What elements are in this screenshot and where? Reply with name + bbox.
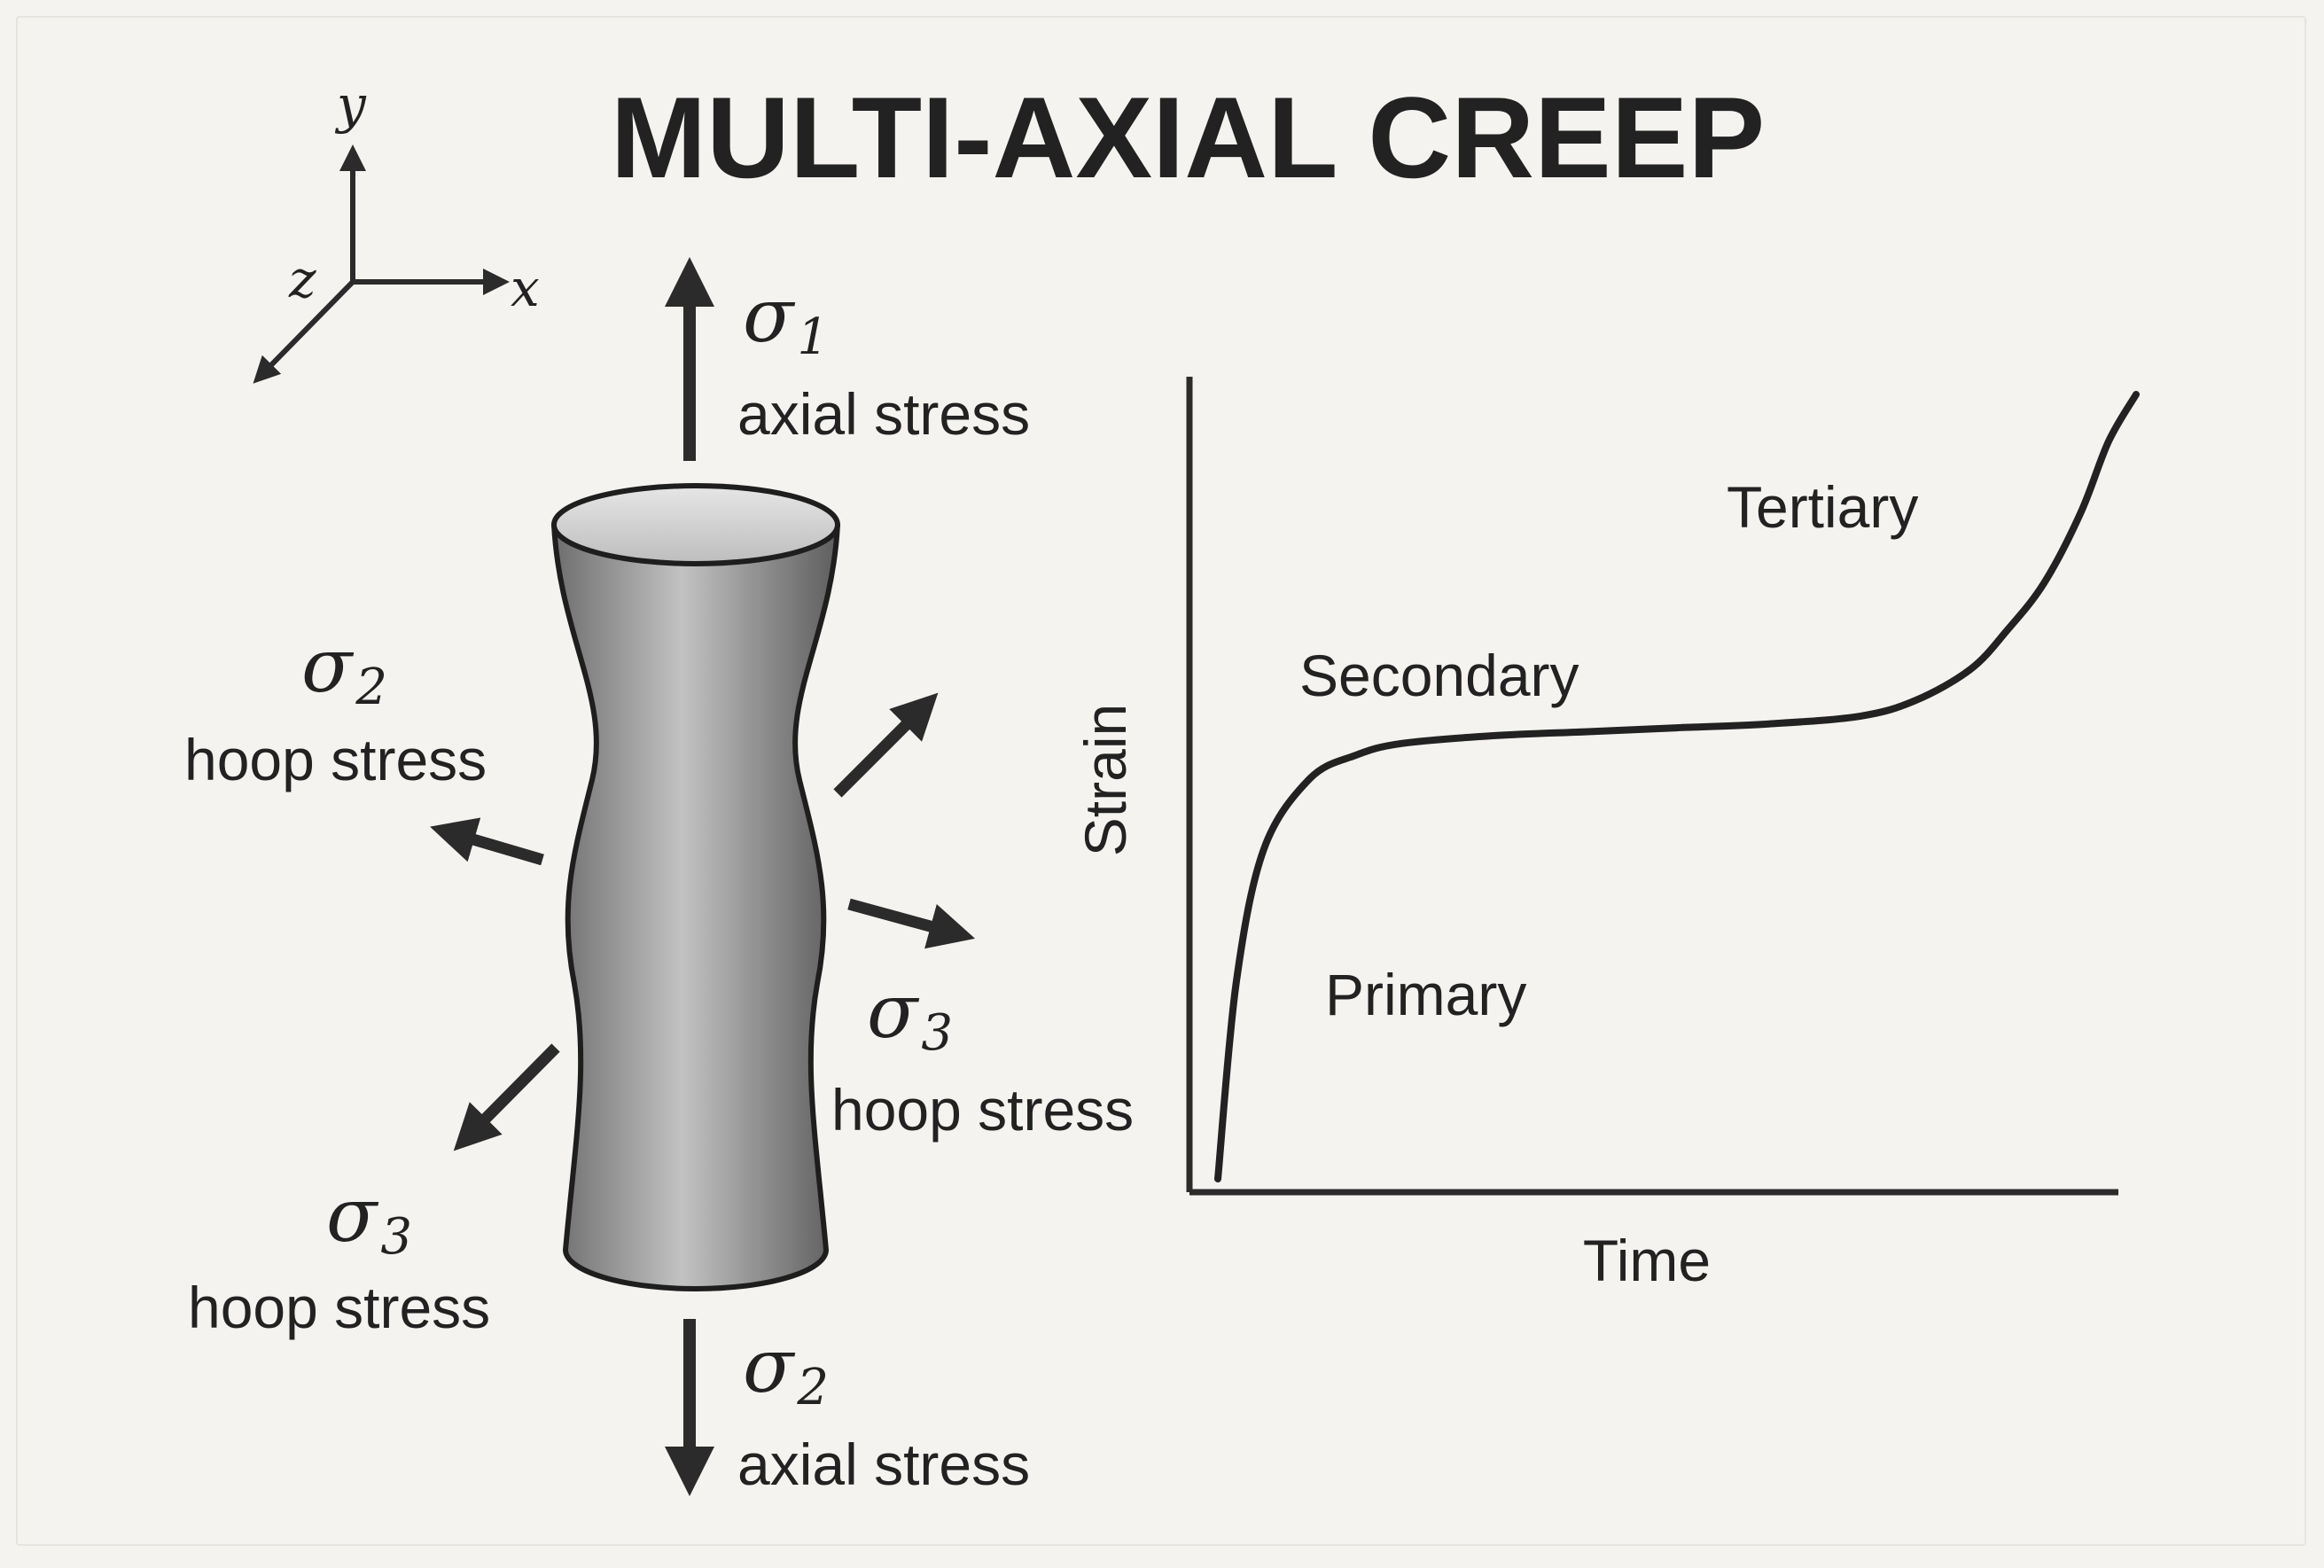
svg-text:σ1: σ1 bbox=[743, 272, 829, 366]
hoop-stress-lower-left-arrow bbox=[453, 1043, 560, 1151]
sigma-subscript: 1 bbox=[797, 308, 829, 366]
cylinder-top-face bbox=[551, 483, 840, 566]
y-axis-label: y bbox=[334, 74, 367, 135]
stress-label-upper-left: σ2 hoop stress bbox=[184, 622, 487, 792]
sigma-subscript: 2 bbox=[796, 1359, 829, 1416]
svg-text:σ2: σ2 bbox=[301, 622, 387, 716]
coordinate-axes: y x z bbox=[253, 74, 540, 384]
sigma-subscript: 3 bbox=[380, 1208, 412, 1266]
creep-curve-chart: Strain Time Primary Secondary Tertiary bbox=[1072, 377, 2140, 1293]
sigma-symbol: σ bbox=[326, 1172, 379, 1259]
stress-label-top: σ1 axial stress bbox=[737, 272, 1030, 447]
chart-x-axis-label: Time bbox=[1583, 1228, 1711, 1293]
svg-text:σ3: σ3 bbox=[326, 1172, 412, 1266]
creep-strain-curve bbox=[1214, 391, 2140, 1182]
sigma-symbol: σ bbox=[867, 968, 920, 1055]
hoop-stress-right-label: hoop stress bbox=[831, 1077, 1134, 1143]
sigma-subscript: 2 bbox=[355, 659, 387, 716]
hoop-stress-upper-left-label: hoop stress bbox=[184, 727, 487, 792]
hoop-stress-left-arrow bbox=[430, 817, 544, 866]
region-label-secondary: Secondary bbox=[1299, 643, 1579, 708]
x-axis-label: x bbox=[511, 258, 540, 318]
axial-stress-top-label: axial stress bbox=[737, 381, 1030, 447]
stress-label-bottom: σ2 axial stress bbox=[737, 1322, 1030, 1497]
svg-text:σ2: σ2 bbox=[743, 1322, 829, 1416]
cylinder-body bbox=[551, 522, 840, 1291]
z-axis-arrow bbox=[253, 279, 355, 384]
stress-label-lower-left: σ3 hoop stress bbox=[188, 1172, 490, 1340]
hoop-stress-upper-right-arrow bbox=[833, 692, 939, 798]
z-axis-label: z bbox=[288, 249, 316, 309]
region-label-primary: Primary bbox=[1325, 962, 1526, 1027]
stress-label-right: σ3 hoop stress bbox=[831, 968, 1134, 1143]
sigma-subscript: 3 bbox=[921, 1004, 953, 1062]
cylinder-specimen bbox=[551, 483, 840, 1291]
image-border bbox=[16, 16, 2306, 1546]
sigma-symbol: σ bbox=[743, 272, 796, 359]
hoop-stress-right-arrow bbox=[847, 898, 976, 949]
axial-stress-bottom-label: axial stress bbox=[737, 1431, 1030, 1497]
region-label-tertiary: Tertiary bbox=[1727, 474, 1918, 540]
hoop-stress-lower-left-label: hoop stress bbox=[188, 1275, 490, 1340]
diagram-title: MULTI-AXIAL CREEP bbox=[611, 73, 1765, 202]
sigma-symbol: σ bbox=[743, 1322, 796, 1409]
svg-text:σ3: σ3 bbox=[867, 968, 953, 1062]
chart-y-axis-label: Strain bbox=[1072, 704, 1138, 856]
sigma-symbol: σ bbox=[301, 622, 355, 709]
stress-arrows bbox=[430, 257, 976, 1496]
